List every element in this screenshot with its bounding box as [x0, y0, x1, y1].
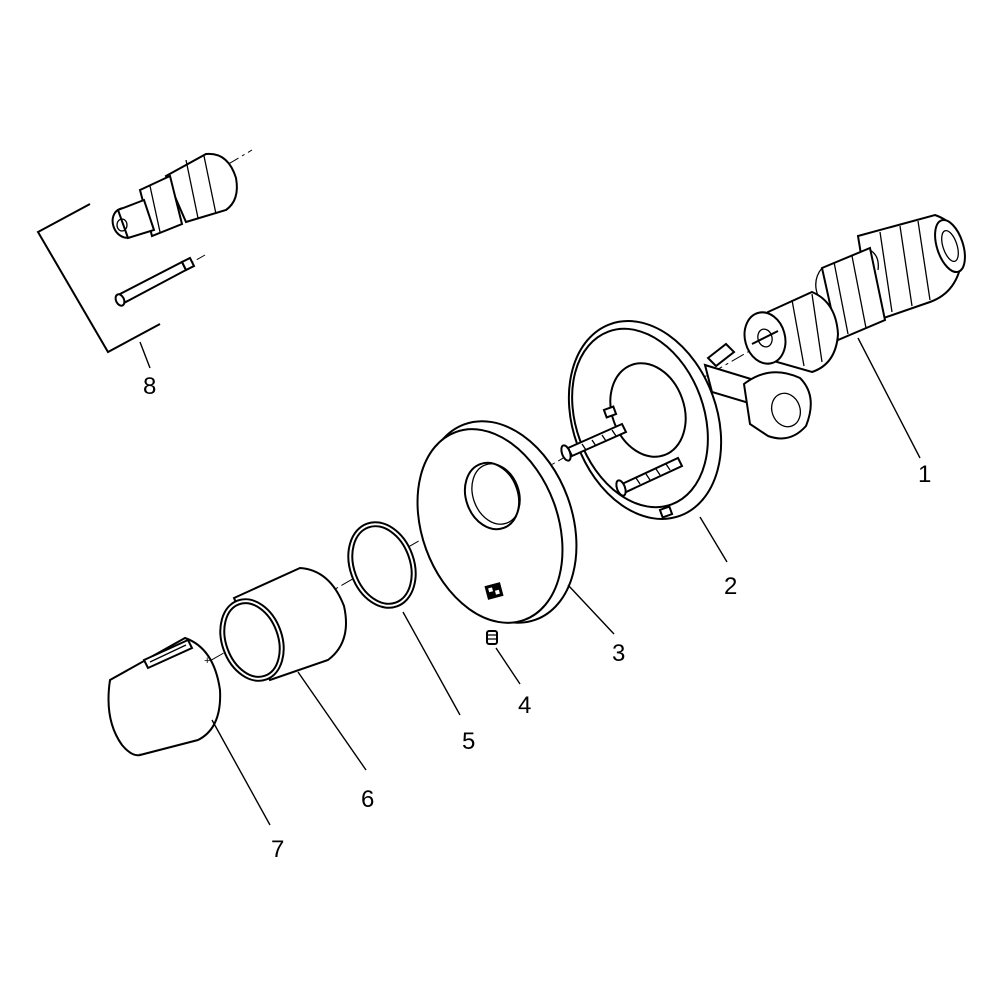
- sleeve-part: [219, 566, 347, 682]
- alternative-kit-part: [36, 149, 253, 354]
- callout-4: 4: [518, 692, 532, 719]
- o-ring-part: [347, 521, 417, 609]
- leader-6: [297, 671, 367, 771]
- handle-part: +: [107, 636, 222, 757]
- leader-5: [402, 611, 461, 716]
- cartridge-part: [743, 213, 966, 374]
- callout-5: 5: [462, 728, 476, 755]
- mounting-plate-part: [560, 320, 812, 520]
- callout-8: 8: [143, 373, 157, 400]
- escutcheon-part: [416, 420, 578, 624]
- set-screw-part: [486, 630, 498, 645]
- callout-7: 7: [271, 836, 285, 863]
- leader-7: [211, 719, 271, 826]
- callout-6: 6: [361, 786, 375, 813]
- leader-1: [857, 337, 921, 459]
- svg-text:+: +: [204, 655, 210, 667]
- leader-8: [139, 341, 151, 369]
- callout-1: 1: [918, 461, 932, 488]
- leader-2: [699, 516, 728, 563]
- leader-4: [495, 647, 521, 685]
- leader-3: [567, 584, 615, 635]
- leader-lines: [139, 337, 921, 826]
- callout-2: 2: [724, 573, 738, 600]
- callout-3: 3: [612, 640, 626, 667]
